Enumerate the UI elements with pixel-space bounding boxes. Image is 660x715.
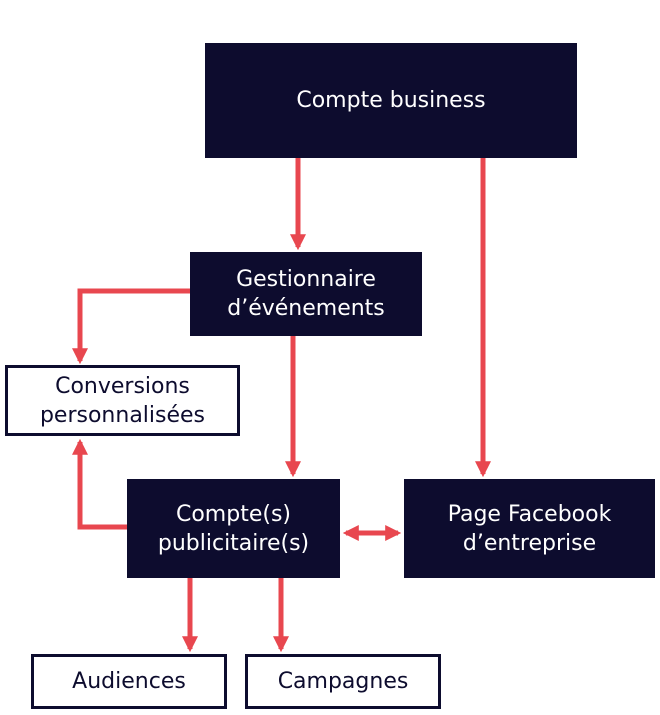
- node-conversions-line2: personnalisées: [39, 402, 206, 428]
- node-campagnes-label: Campagnes: [277, 669, 409, 694]
- node-gestionnaire-line1: Gestionnaire: [236, 267, 376, 292]
- node-compte-publicitaire: Compte(s) publicitaire(s): [127, 479, 340, 578]
- node-compte-publicitaire-line1: Compte(s): [175, 501, 291, 527]
- node-audiences: Audiences: [31, 654, 227, 709]
- node-page-facebook-line1: Page Facebook: [447, 501, 612, 527]
- node-campagnes: Campagnes: [245, 654, 441, 709]
- node-conversions-personnalisees: Conversions personnalisées: [5, 365, 240, 436]
- node-compte-business: Compte business: [205, 43, 577, 158]
- node-page-facebook: Page Facebook d’entreprise: [404, 479, 655, 578]
- node-page-facebook-line2: d’entreprise: [462, 530, 597, 556]
- node-gestionnaire-evenements: Gestionnaire d’événements: [190, 252, 422, 336]
- arrow-gestionnaire-to-conversions: [71, 288, 190, 365]
- node-conversions-line1: Conversions: [55, 373, 190, 399]
- node-compte-publicitaire-line2: publicitaire(s): [157, 530, 310, 556]
- arrow-compte-publicitaire-to-conversions: [71, 438, 127, 530]
- node-audiences-label: Audiences: [72, 669, 186, 694]
- node-gestionnaire-line2: d’événements: [227, 296, 385, 321]
- node-compte-business-label: Compte business: [296, 88, 486, 113]
